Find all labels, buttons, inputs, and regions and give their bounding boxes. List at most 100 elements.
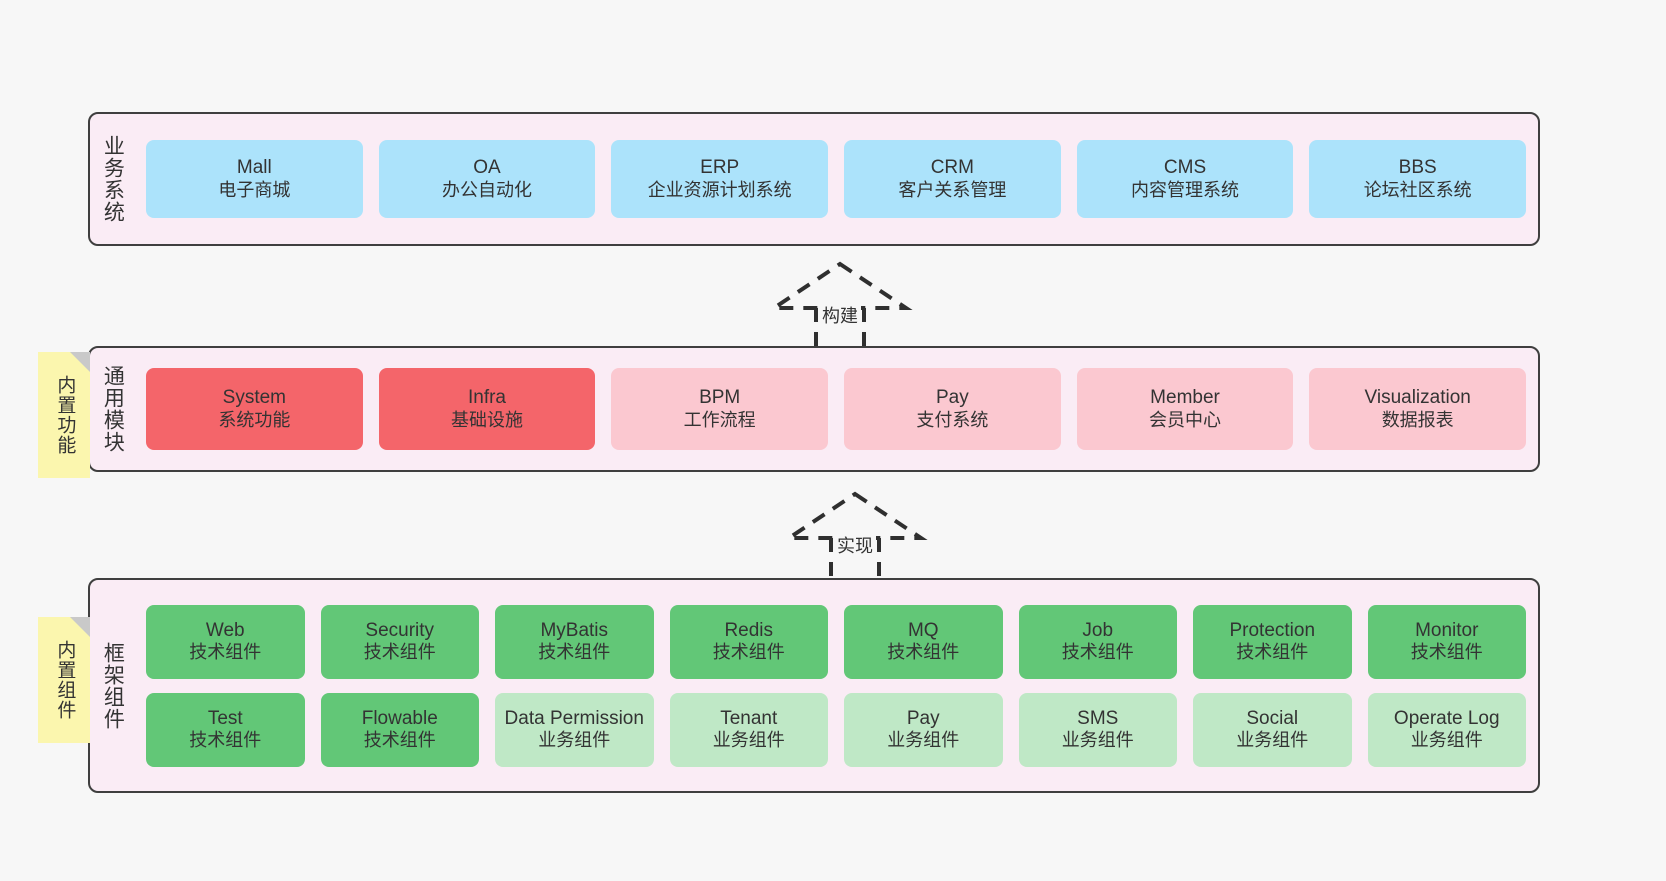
card-title: ERP — [700, 157, 740, 179]
card-title: Monitor — [1415, 619, 1479, 641]
sticky-note-builtin-components: 内置组件 — [38, 617, 90, 743]
card-subtitle: 业务组件 — [1236, 730, 1309, 751]
card-subtitle: 技术组件 — [189, 730, 262, 751]
card-subtitle: 企业资源计划系统 — [647, 179, 792, 200]
card-subtitle: 业务组件 — [712, 730, 785, 751]
card-title: Visualization — [1364, 387, 1471, 409]
connector-implement: 实现 — [775, 488, 935, 583]
card-subtitle: 业务组件 — [1410, 730, 1483, 751]
card-title: Job — [1082, 619, 1114, 641]
card-subtitle: 技术组件 — [538, 642, 611, 663]
card-subtitle: 论坛社区系统 — [1363, 179, 1472, 200]
card-title: Redis — [724, 619, 774, 641]
card-title: Member — [1150, 387, 1220, 409]
card-subtitle: 基础设施 — [451, 409, 523, 430]
card-subtitle: 技术组件 — [1061, 642, 1134, 663]
card-title: System — [222, 387, 287, 409]
card-title: Test — [207, 707, 243, 729]
card-title: CRM — [930, 157, 974, 179]
card-subtitle: 会员中心 — [1149, 409, 1222, 430]
card-subtitle: 业务组件 — [887, 730, 960, 751]
card-title: Mall — [236, 157, 272, 179]
card-title: CMS — [1163, 157, 1207, 179]
card-title: Tenant — [720, 707, 778, 729]
card-subtitle: 系统功能 — [218, 409, 291, 430]
layer-business-system-label: 业务系统 — [101, 135, 125, 223]
card-subtitle: 技术组件 — [1236, 642, 1309, 663]
card-title: MQ — [907, 619, 939, 641]
card-subtitle: 电子商城 — [218, 179, 291, 200]
card-title: Protection — [1229, 619, 1316, 641]
card-title: Security — [365, 619, 435, 641]
card-subtitle: 工作流程 — [683, 409, 756, 430]
card-title: Flowable — [361, 707, 438, 729]
layer-framework-components-label: 框架组件 — [101, 641, 125, 730]
card-subtitle: 技术组件 — [363, 730, 436, 751]
card-title: Social — [1246, 707, 1299, 729]
card-subtitle: 客户关系管理 — [898, 179, 1007, 200]
connector-build: 构建 — [760, 258, 920, 353]
card-title: BPM — [699, 387, 741, 409]
card-subtitle: 技术组件 — [887, 642, 960, 663]
card-title: BBS — [1398, 157, 1437, 179]
card-subtitle: 办公自动化 — [442, 179, 532, 200]
sticky-note-builtin-features: 内置功能 — [38, 352, 90, 478]
sticky-note-builtin-components-label: 内置组件 — [54, 640, 76, 720]
sticky-note-builtin-features-label: 内置功能 — [54, 375, 76, 455]
card-subtitle: 业务组件 — [1061, 730, 1134, 751]
card-title: OA — [473, 157, 501, 179]
card-subtitle: 数据报表 — [1381, 409, 1454, 430]
card-title: SMS — [1077, 707, 1119, 729]
card-title: Operate Log — [1393, 707, 1500, 729]
card-subtitle: 支付系统 — [916, 409, 989, 430]
card-subtitle: 技术组件 — [1410, 642, 1483, 663]
card-title: MyBatis — [540, 619, 609, 641]
card-title: Pay — [906, 707, 940, 729]
card-subtitle: 技术组件 — [189, 642, 262, 663]
connector-build-label: 构建 — [819, 302, 861, 328]
card-title: Data Permission — [504, 707, 644, 729]
card-title: Pay — [935, 387, 969, 409]
card-title: Web — [205, 619, 245, 641]
card-subtitle: 技术组件 — [712, 642, 785, 663]
layer-common-modules-label: 通用模块 — [101, 365, 125, 453]
